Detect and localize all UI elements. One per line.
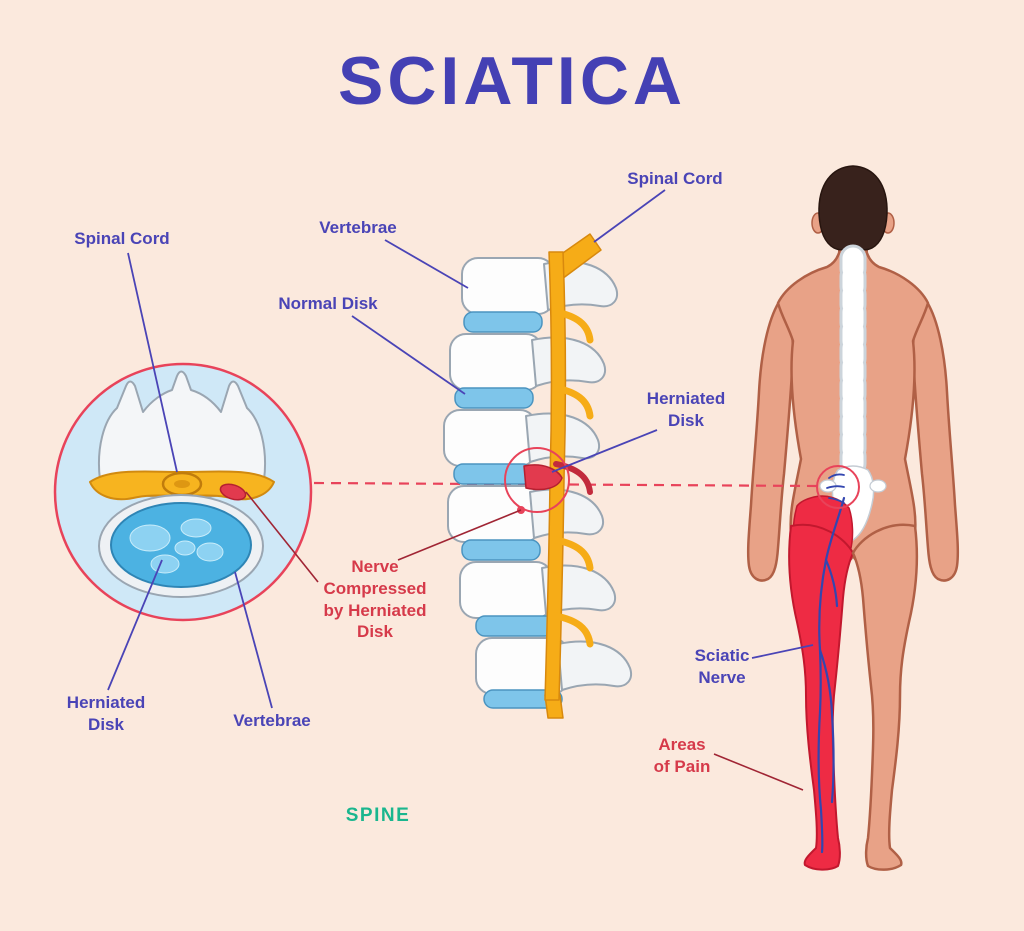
inset-vertebrae-label: Vertebrae — [233, 711, 311, 730]
sciatic-nerve-label: Sciatic Nerve — [694, 646, 750, 687]
arm-left — [746, 300, 795, 582]
intervertebral-disks — [453, 311, 563, 709]
inset-compressed-nerve — [219, 483, 247, 501]
spine-lateral-view — [443, 233, 632, 719]
pointer-lines-red — [245, 491, 804, 791]
herniated-disk — [453, 463, 533, 485]
spine-caption: SPINE — [345, 805, 411, 826]
posterior-processes — [525, 260, 632, 691]
nerve-compressed-label: Nerve Compressed by Herniated Disk — [323, 557, 427, 642]
body-figure — [746, 165, 960, 871]
back-spine-column — [819, 244, 887, 541]
herniation-highlight-circle — [504, 447, 570, 513]
compressed-nerve-root — [553, 461, 593, 495]
pointer-lines-blue — [107, 189, 814, 709]
arm-right — [911, 300, 960, 582]
inset-spinal-cord-label: Spinal Cord — [74, 229, 170, 248]
normal-disk — [483, 689, 563, 709]
vertebral-bodies — [443, 257, 569, 695]
nerve-roots — [552, 308, 594, 648]
hair — [818, 165, 888, 251]
inset-herniated-disk-label: Herniated Disk — [66, 693, 146, 734]
inset-spinal-cord-core — [174, 480, 190, 488]
lower-back-highlight-circle — [816, 465, 860, 509]
leg-right — [851, 523, 919, 871]
areas-of-pain-label: Areas of Pain — [653, 735, 711, 776]
spine-herniated-disk-label: Herniated Disk — [646, 389, 726, 430]
spine-vertebrae-label: Vertebrae — [319, 218, 397, 237]
page-title: SCIATICA — [337, 43, 687, 119]
vertebra-cross-section-inset — [53, 362, 313, 622]
normal-disk — [454, 387, 534, 409]
normal-disk — [461, 539, 541, 561]
dashed-reference-line — [313, 481, 819, 488]
normal-disk — [475, 615, 555, 637]
spine-spinal-cord-label: Spinal Cord — [627, 169, 723, 188]
normal-disk — [463, 311, 543, 333]
sciatic-nerve-path — [817, 473, 846, 854]
normal-disk-label: Normal Disk — [278, 294, 378, 313]
